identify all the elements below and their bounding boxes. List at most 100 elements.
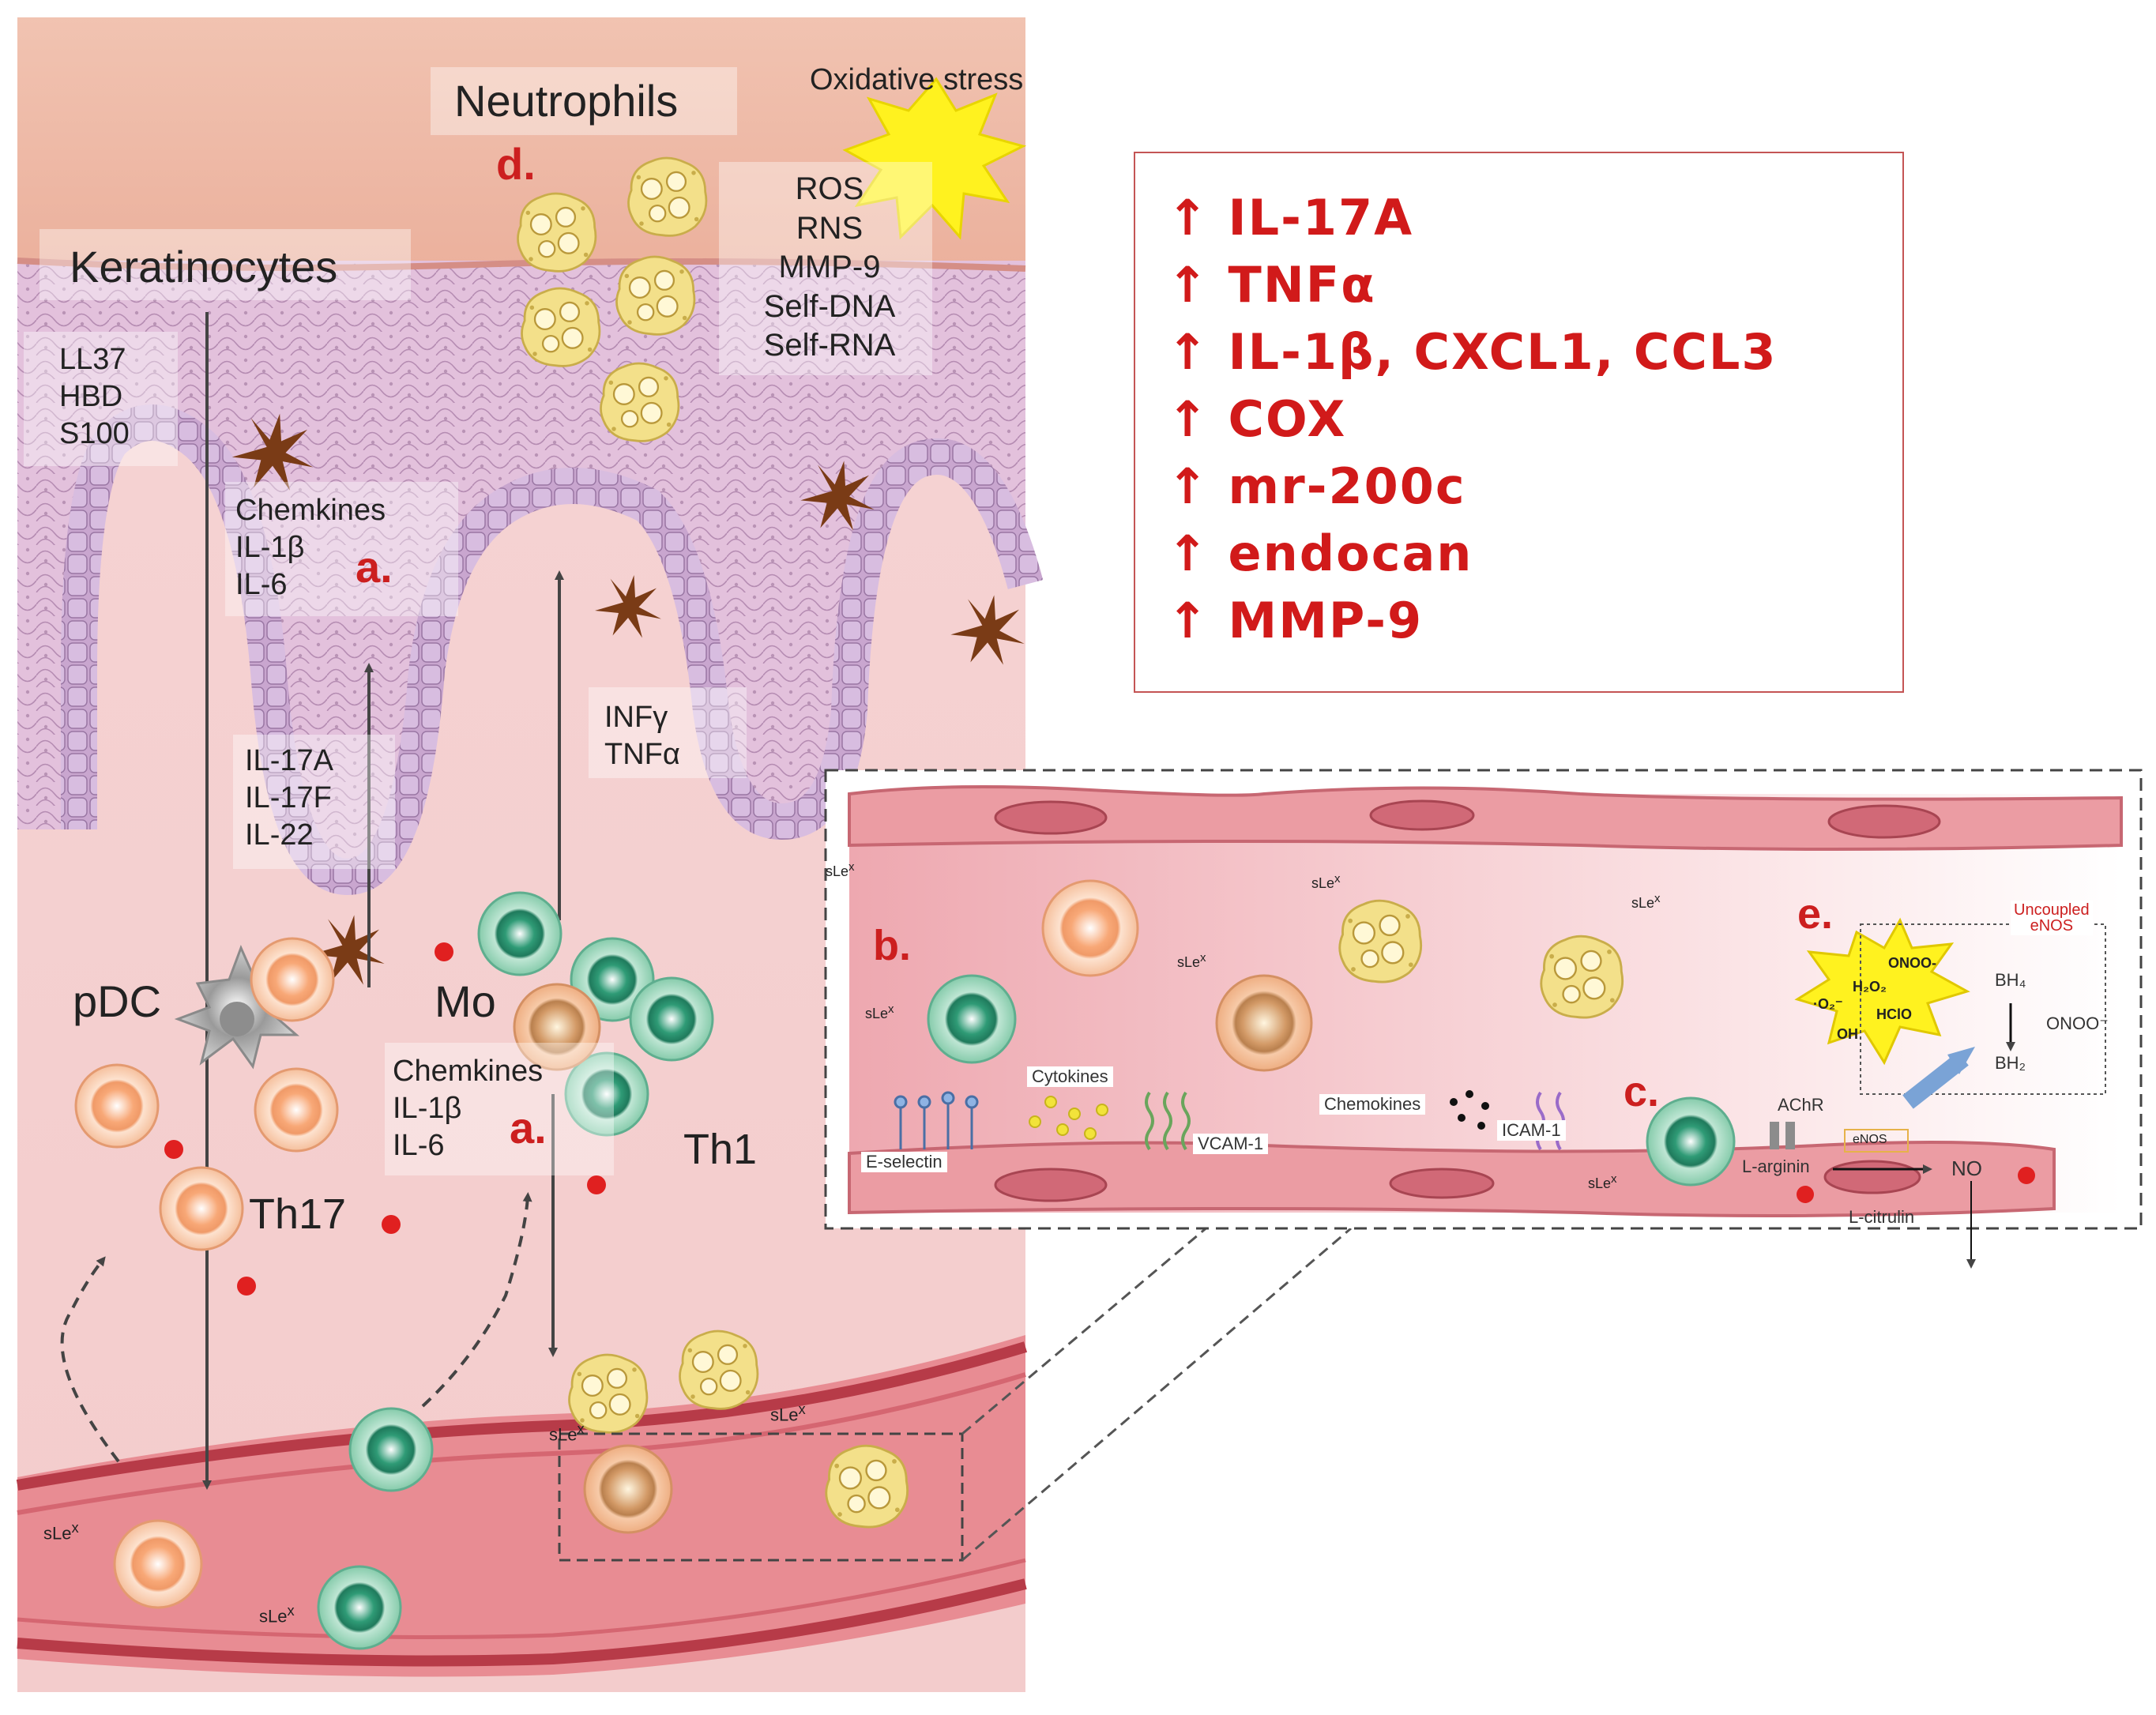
neutrophil-cell xyxy=(517,192,597,273)
monocyte-in-vessel xyxy=(317,1565,402,1650)
slex-label: sLex xyxy=(770,1401,806,1425)
self-dna-item: Self-DNA xyxy=(763,288,896,324)
red-dots xyxy=(164,942,606,1296)
slex-label: sLex xyxy=(826,860,855,879)
burst-onoo: ONOO- xyxy=(1888,955,1936,971)
monocyte-rolling xyxy=(583,1444,673,1534)
basal-layer xyxy=(61,404,1044,896)
chemokine-dots xyxy=(1450,1090,1489,1130)
il6-mid-item: IL-6 xyxy=(393,1129,445,1163)
bh2-label: BH₂ xyxy=(1995,1053,2026,1073)
keratinocytes-panel xyxy=(40,229,411,300)
rns-item: RNS xyxy=(796,210,864,246)
label-b: b. xyxy=(873,922,911,969)
vcam-label: VCAM-1 xyxy=(1193,1134,1269,1154)
inset-neutrophil xyxy=(1338,899,1423,983)
slex-label: sLex xyxy=(865,1002,894,1021)
inf-list: INFγ TNFα xyxy=(604,699,680,773)
oxidative-stress-burst xyxy=(842,77,1027,240)
neutrophil-cell xyxy=(825,1444,909,1529)
no-label: NO xyxy=(1951,1156,1982,1180)
tnfa-item: TNFα xyxy=(604,738,680,772)
epidermis xyxy=(17,261,1025,877)
inf-panel xyxy=(589,687,747,778)
monocyte-cell xyxy=(348,1407,434,1492)
il6-item: IL-6 xyxy=(235,568,288,602)
label-a-mid: a. xyxy=(510,1103,547,1153)
slex-label: sLex xyxy=(1631,892,1661,911)
infg-item: INFγ xyxy=(604,701,668,734)
chemkines-mid-panel xyxy=(385,1043,614,1175)
up-mmp9: ↑ MMP-9 xyxy=(1167,592,1424,649)
neutrophil-cell xyxy=(615,255,696,336)
slex-label: sLex xyxy=(549,1420,585,1445)
chemkines-mid-title: Chemkines xyxy=(393,1055,544,1088)
il17f-item: IL-17F xyxy=(245,781,332,815)
amp-hbd: HBD xyxy=(59,380,123,414)
up-mr200c: ↑ mr-200c xyxy=(1167,457,1466,515)
enos-label: eNOS xyxy=(1853,1133,1887,1146)
il1b-mid-item: IL-1β xyxy=(393,1092,462,1126)
chemkines-mid-list: Chemkines IL-1β IL-6 xyxy=(393,1053,543,1164)
e-selectin-molecules xyxy=(894,1091,979,1149)
il17a-item: IL-17A xyxy=(245,744,333,777)
monocyte-cells xyxy=(477,891,714,1137)
th17-label: Th17 xyxy=(249,1190,347,1238)
slex-label: sLex xyxy=(1177,951,1206,970)
oxidative-stress-label: Oxidative stress xyxy=(810,63,1024,96)
burst-o2: ·O₂⁻ xyxy=(1813,996,1843,1012)
label-a-top: a. xyxy=(356,542,393,592)
up-tnfa: ↑ TNFα xyxy=(1167,256,1376,314)
slex-label: sLex xyxy=(259,1602,295,1627)
mo-label: Mo xyxy=(435,976,496,1026)
icam-label: ICAM-1 xyxy=(1497,1120,1566,1141)
chemokines-label: Chemokines xyxy=(1319,1094,1426,1115)
ros-burst xyxy=(1794,917,1970,1066)
bh4-label: BH₄ xyxy=(1995,970,2026,990)
upregulated-box: ↑ IL-17A ↑ TNFα ↑ IL-1β, CXCL1, CCL3 ↑ C… xyxy=(1134,152,1904,693)
l-citrulin-label: L-citrulin xyxy=(1849,1207,1915,1227)
slex-label: sLex xyxy=(1311,872,1341,891)
zoom-box xyxy=(558,1432,964,1562)
il1b-item: IL-1β xyxy=(235,531,305,565)
vcam-molecules xyxy=(1145,1091,1191,1151)
th17-cells xyxy=(74,937,339,1251)
inset-monocyte-2 xyxy=(1215,974,1313,1072)
inset-monocyte xyxy=(927,974,1017,1064)
achr-label: AChR xyxy=(1778,1095,1824,1115)
up-il1b: ↑ IL-1β, CXCL1, CCL3 xyxy=(1167,323,1778,381)
self-rna-item: Self-RNA xyxy=(763,328,896,363)
neutrophil-cell xyxy=(600,362,680,442)
burst-h2o2: H₂O₂ xyxy=(1853,979,1887,995)
slex-label: sLex xyxy=(43,1519,79,1544)
neutrophil-cell xyxy=(521,287,601,367)
up-endocan: ↑ endocan xyxy=(1167,525,1473,582)
lymphocyte-in-vessel xyxy=(113,1519,203,1609)
inset-lymphocyte xyxy=(1041,879,1139,977)
neutrophils-label: Neutrophils xyxy=(454,76,679,126)
chemkines-top-panel xyxy=(225,482,458,616)
blood-vessel xyxy=(17,1335,1025,1677)
neutrophils-panel xyxy=(431,67,737,135)
mmp9-item: MMP-9 xyxy=(778,250,881,285)
onoo-label: ONOO⁻ xyxy=(2046,1014,2109,1033)
pdc-label: pDC xyxy=(73,976,162,1026)
ros-list: ROS RNS MMP-9 Self-DNA Self-RNA xyxy=(754,170,905,366)
label-d: d. xyxy=(496,139,536,189)
cytokines-label: Cytokines xyxy=(1027,1066,1113,1087)
label-e: e. xyxy=(1797,890,1834,938)
l-arginin-label: L-arginin xyxy=(1742,1156,1810,1176)
inset-adherent-monocyte xyxy=(1646,1096,1736,1187)
up-il17a: ↑ IL-17A xyxy=(1167,189,1414,246)
keratinocytes-label: Keratinocytes xyxy=(70,242,338,291)
th1-label: Th1 xyxy=(683,1126,758,1173)
ros-item: ROS xyxy=(795,171,864,206)
chemkines-top-list: Chemkines IL-1β IL-6 xyxy=(235,492,386,604)
neutrophil-cell xyxy=(679,1330,759,1410)
burst-hclo: HClO xyxy=(1876,1006,1912,1022)
e-selectin-label: E-selectin xyxy=(861,1152,947,1172)
slex-label: sLex xyxy=(1588,1172,1617,1191)
